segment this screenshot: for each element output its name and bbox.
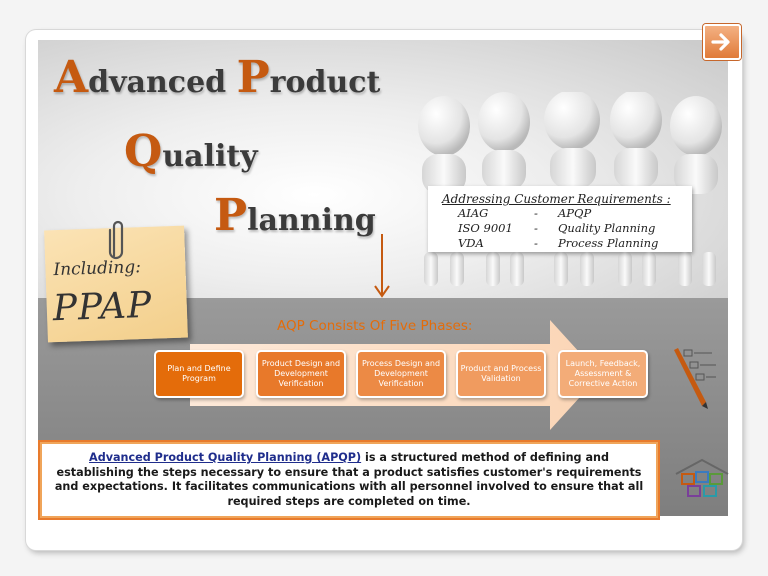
description-line-3: and expectations. It facilitates communi… xyxy=(54,480,644,493)
phase-product-design: Product Design and Development Verificat… xyxy=(256,350,346,398)
phase-process-design: Process Design and Development Verificat… xyxy=(356,350,446,398)
down-arrow-icon xyxy=(374,234,390,298)
sign-sep: - xyxy=(534,206,538,220)
phase-label: Product and Process Validation xyxy=(460,364,542,383)
sign-org: AIAG xyxy=(458,206,489,220)
description-line-2: establishing the steps necessary to ensu… xyxy=(56,465,642,479)
people-figures-icon xyxy=(418,92,722,286)
title-cap-a: A xyxy=(54,52,89,103)
sign-sep: - xyxy=(534,221,538,235)
title-cap-p2: P xyxy=(214,190,248,241)
title-cap-p: P xyxy=(236,52,270,103)
phase-label: Launch, Feedback, Assessment & Correctiv… xyxy=(565,359,641,388)
phase-label: Plan and Define Program xyxy=(167,364,231,383)
note-label: Including: xyxy=(53,257,142,281)
title-text-uality: uality xyxy=(162,139,258,174)
title-line-1: Advanced Product xyxy=(54,52,380,103)
apqp-description: Advanced Product Quality Planning (APQP)… xyxy=(40,442,658,518)
apqp-term: Advanced Product Quality Planning (APQP) xyxy=(89,451,362,464)
title-cap-q: Q xyxy=(124,126,163,177)
pencil-checklist-icon xyxy=(674,348,716,409)
paperclip-icon xyxy=(108,220,124,260)
phase-label: Product Design and Development Verificat… xyxy=(261,359,341,388)
note-ppap: PPAP xyxy=(52,284,153,330)
phase-label: Process Design and Development Verificat… xyxy=(361,359,441,388)
phase-launch-feedback: Launch, Feedback, Assessment & Correctiv… xyxy=(558,350,648,398)
sign-heading: Addressing Customer Requirements : xyxy=(442,192,671,206)
team-chat-logo-icon xyxy=(675,458,729,497)
description-line-1: Advanced Product Quality Planning (APQP)… xyxy=(42,451,656,466)
phase-validation: Product and Process Validation xyxy=(456,350,546,398)
arrow-right-icon xyxy=(711,33,730,51)
title-line-3: Planning xyxy=(214,190,376,241)
sign-req: APQP xyxy=(558,206,592,220)
title-text-roduct: roduct xyxy=(269,65,381,100)
phases-title: AQP Consists Of Five Phases: xyxy=(277,318,473,334)
description-line-1-rest: is a structured method of defining and xyxy=(361,451,609,464)
sign-req: Quality Planning xyxy=(558,221,656,235)
title-text-dvanced: dvanced xyxy=(88,65,237,100)
title-text-lanning: lanning xyxy=(247,203,376,238)
sign-sep: - xyxy=(534,236,538,250)
title-line-2: Quality xyxy=(124,126,258,177)
sign-org: VDA xyxy=(458,236,484,250)
sign-org: ISO 9001 xyxy=(458,221,513,235)
requirements-sign: Addressing Customer Requirements : AIAG … xyxy=(428,186,692,252)
phase-plan-define: Plan and Define Program xyxy=(154,350,244,398)
sign-req: Process Planning xyxy=(558,236,659,250)
description-line-4: required steps are completed on time. xyxy=(227,494,471,508)
next-slide-button[interactable] xyxy=(703,24,741,60)
